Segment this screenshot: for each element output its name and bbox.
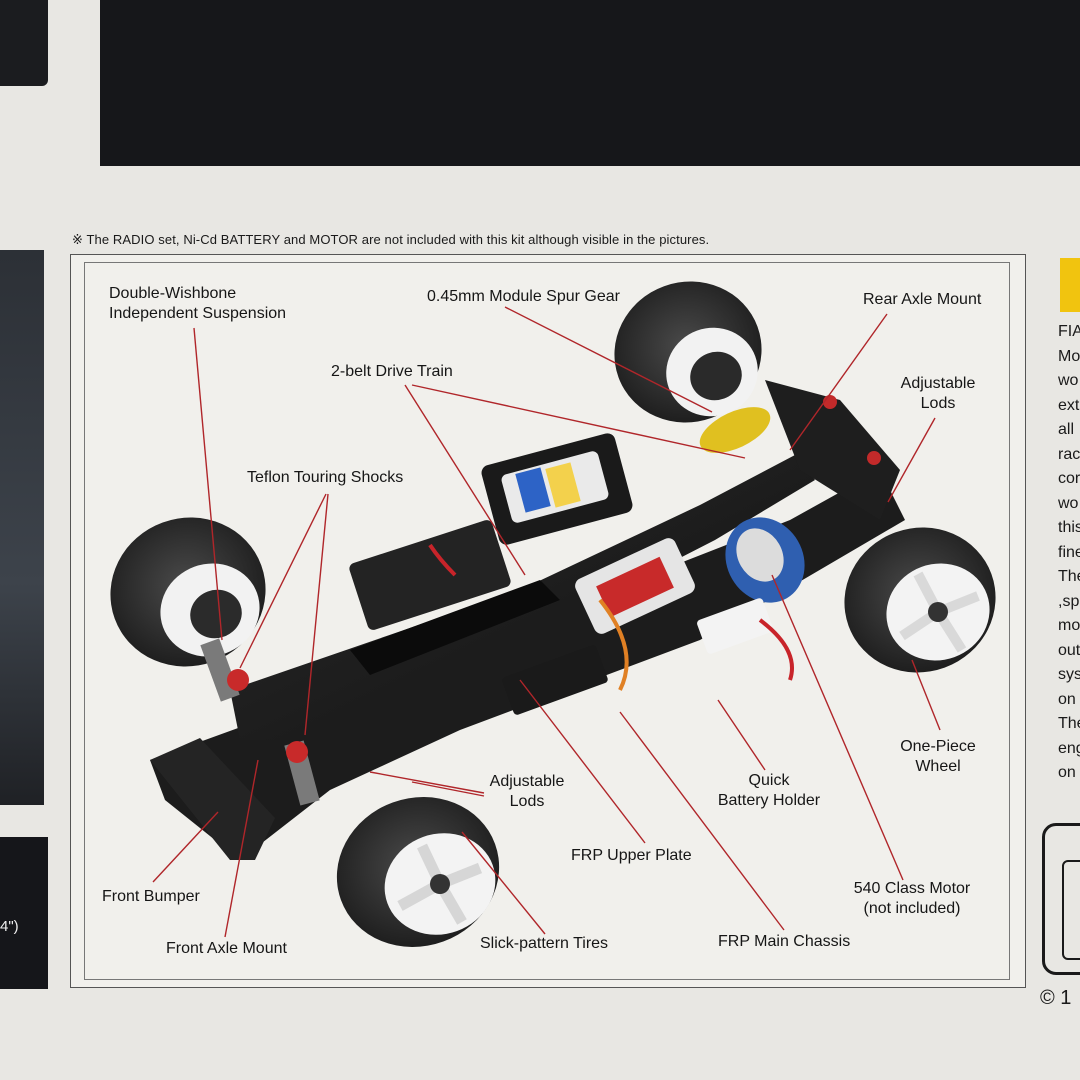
label-adjustable-lods-rear-line1: Adjustable (900, 375, 976, 392)
rear-right-wheel (844, 527, 996, 673)
label-suspension-line1: Double-Wishbone (109, 285, 237, 302)
leader-frp-main (619, 711, 785, 931)
label-rear-axle-mount: Rear Axle Mount (863, 291, 982, 308)
yellow-section-tab (1060, 258, 1080, 312)
top-banner (100, 0, 1080, 166)
leader-one-piece (911, 659, 941, 731)
right-column-line: The (1058, 715, 1080, 732)
label-front-axle-mount: Front Axle Mount (166, 940, 287, 957)
label-540-motor-line1: 540 Class Motor (853, 880, 971, 897)
leader-drive-train-a (404, 384, 526, 576)
right-column-line: rac (1058, 445, 1080, 463)
label-suspension-line2: Independent Suspension (109, 305, 287, 322)
label-front-bumper: Front Bumper (102, 888, 200, 905)
leader-spur-gear (504, 306, 713, 413)
label-540-motor: 540 Class Motor (not included) (848, 879, 976, 919)
leader-rear-axle (789, 313, 888, 451)
leader-frp-upper (519, 679, 646, 844)
label-adjustable-lods-rear-line2: Lods (920, 395, 956, 412)
right-column-line: on t (1058, 690, 1080, 708)
label-one-piece-line2: Wheel (915, 758, 961, 775)
label-adjustable-lods-front-line2: Lods (509, 793, 545, 810)
right-column-line: The (1058, 568, 1080, 585)
diagram-inner-frame (84, 262, 1010, 980)
leader-drive-train-b (411, 384, 746, 459)
right-column-line: mo (1058, 617, 1080, 634)
leader-adjustable-front-a (369, 771, 485, 794)
left-dark-panel (0, 837, 48, 989)
right-column-line: sys (1058, 666, 1080, 683)
right-column-line: ,sp (1058, 592, 1080, 610)
right-column-line: all (1058, 421, 1075, 438)
top-left-dark-panel (0, 0, 48, 86)
label-adjustable-lods-front-line1: Adjustable (489, 773, 565, 790)
right-column-line: eng (1058, 739, 1080, 757)
leader-slick-tires (461, 831, 546, 935)
left-side-photo (0, 250, 44, 805)
right-column-line: on t (1058, 764, 1080, 781)
leader-adjustable-rear (887, 417, 936, 503)
label-frp-upper-plate: FRP Upper Plate (571, 847, 692, 864)
right-column-line: cor (1058, 470, 1080, 487)
right-column-line: ext (1058, 396, 1080, 414)
label-one-piece-line1: One-Piece (900, 738, 976, 755)
right-column-line: wo (1058, 494, 1079, 512)
leader-shocks-a (239, 493, 327, 669)
leader-front-axle (224, 759, 259, 938)
label-drive-train: 2-belt Drive Train (331, 363, 453, 380)
leader-motor (771, 574, 904, 881)
label-one-piece-wheel: One-Piece Wheel (893, 737, 983, 777)
front-bumper-shape (150, 738, 275, 860)
right-column-line: this (1058, 519, 1080, 536)
label-teflon-shocks: Teflon Touring Shocks (247, 469, 404, 486)
label-540-motor-line2: (not included) (863, 900, 961, 917)
motor (725, 517, 805, 603)
copyright-text: © 1 (1040, 987, 1072, 1009)
leader-front-bumper (152, 811, 219, 883)
label-spur-gear: 0.45mm Module Spur Gear (427, 288, 620, 305)
front-right-wheel (336, 797, 500, 947)
right-column-line: fine (1058, 543, 1080, 561)
right-column-line: Mo (1058, 347, 1080, 365)
label-frp-main-chassis: FRP Main Chassis (718, 933, 851, 950)
right-column-line: wo (1058, 372, 1079, 389)
right-column-line: out (1058, 641, 1080, 659)
leader-shocks-b (304, 493, 329, 736)
badge-outline (1042, 823, 1080, 975)
leader-battery-holder (717, 699, 766, 771)
label-quick-battery-line2: Battery Holder (717, 792, 821, 809)
badge-inner-outline (1062, 860, 1080, 960)
front-left-wheel (110, 517, 266, 667)
leader-suspension (193, 327, 223, 641)
label-slick-tires: Slick-pattern Tires (480, 935, 609, 952)
leader-adjustable-front-b (411, 781, 485, 797)
rear-left-wheel (614, 281, 762, 423)
label-adjustable-lods-front: Adjustable Lods (485, 772, 569, 812)
label-quick-battery-line1: Quick (748, 772, 790, 789)
right-column-line: FIA (1058, 323, 1080, 340)
label-suspension: Double-Wishbone Independent Suspension (109, 284, 286, 324)
label-quick-battery-holder: Quick Battery Holder (712, 771, 826, 811)
frp-main-chassis-shape (150, 470, 905, 860)
label-adjustable-lods-rear: Adjustable Lods (896, 374, 980, 414)
exclusion-note: ※ The RADIO set, Ni-Cd BATTERY and MOTOR… (72, 232, 710, 247)
spur-gear-shape (699, 407, 771, 453)
battery-pack (481, 433, 695, 634)
left-caption: 4") (0, 918, 19, 935)
